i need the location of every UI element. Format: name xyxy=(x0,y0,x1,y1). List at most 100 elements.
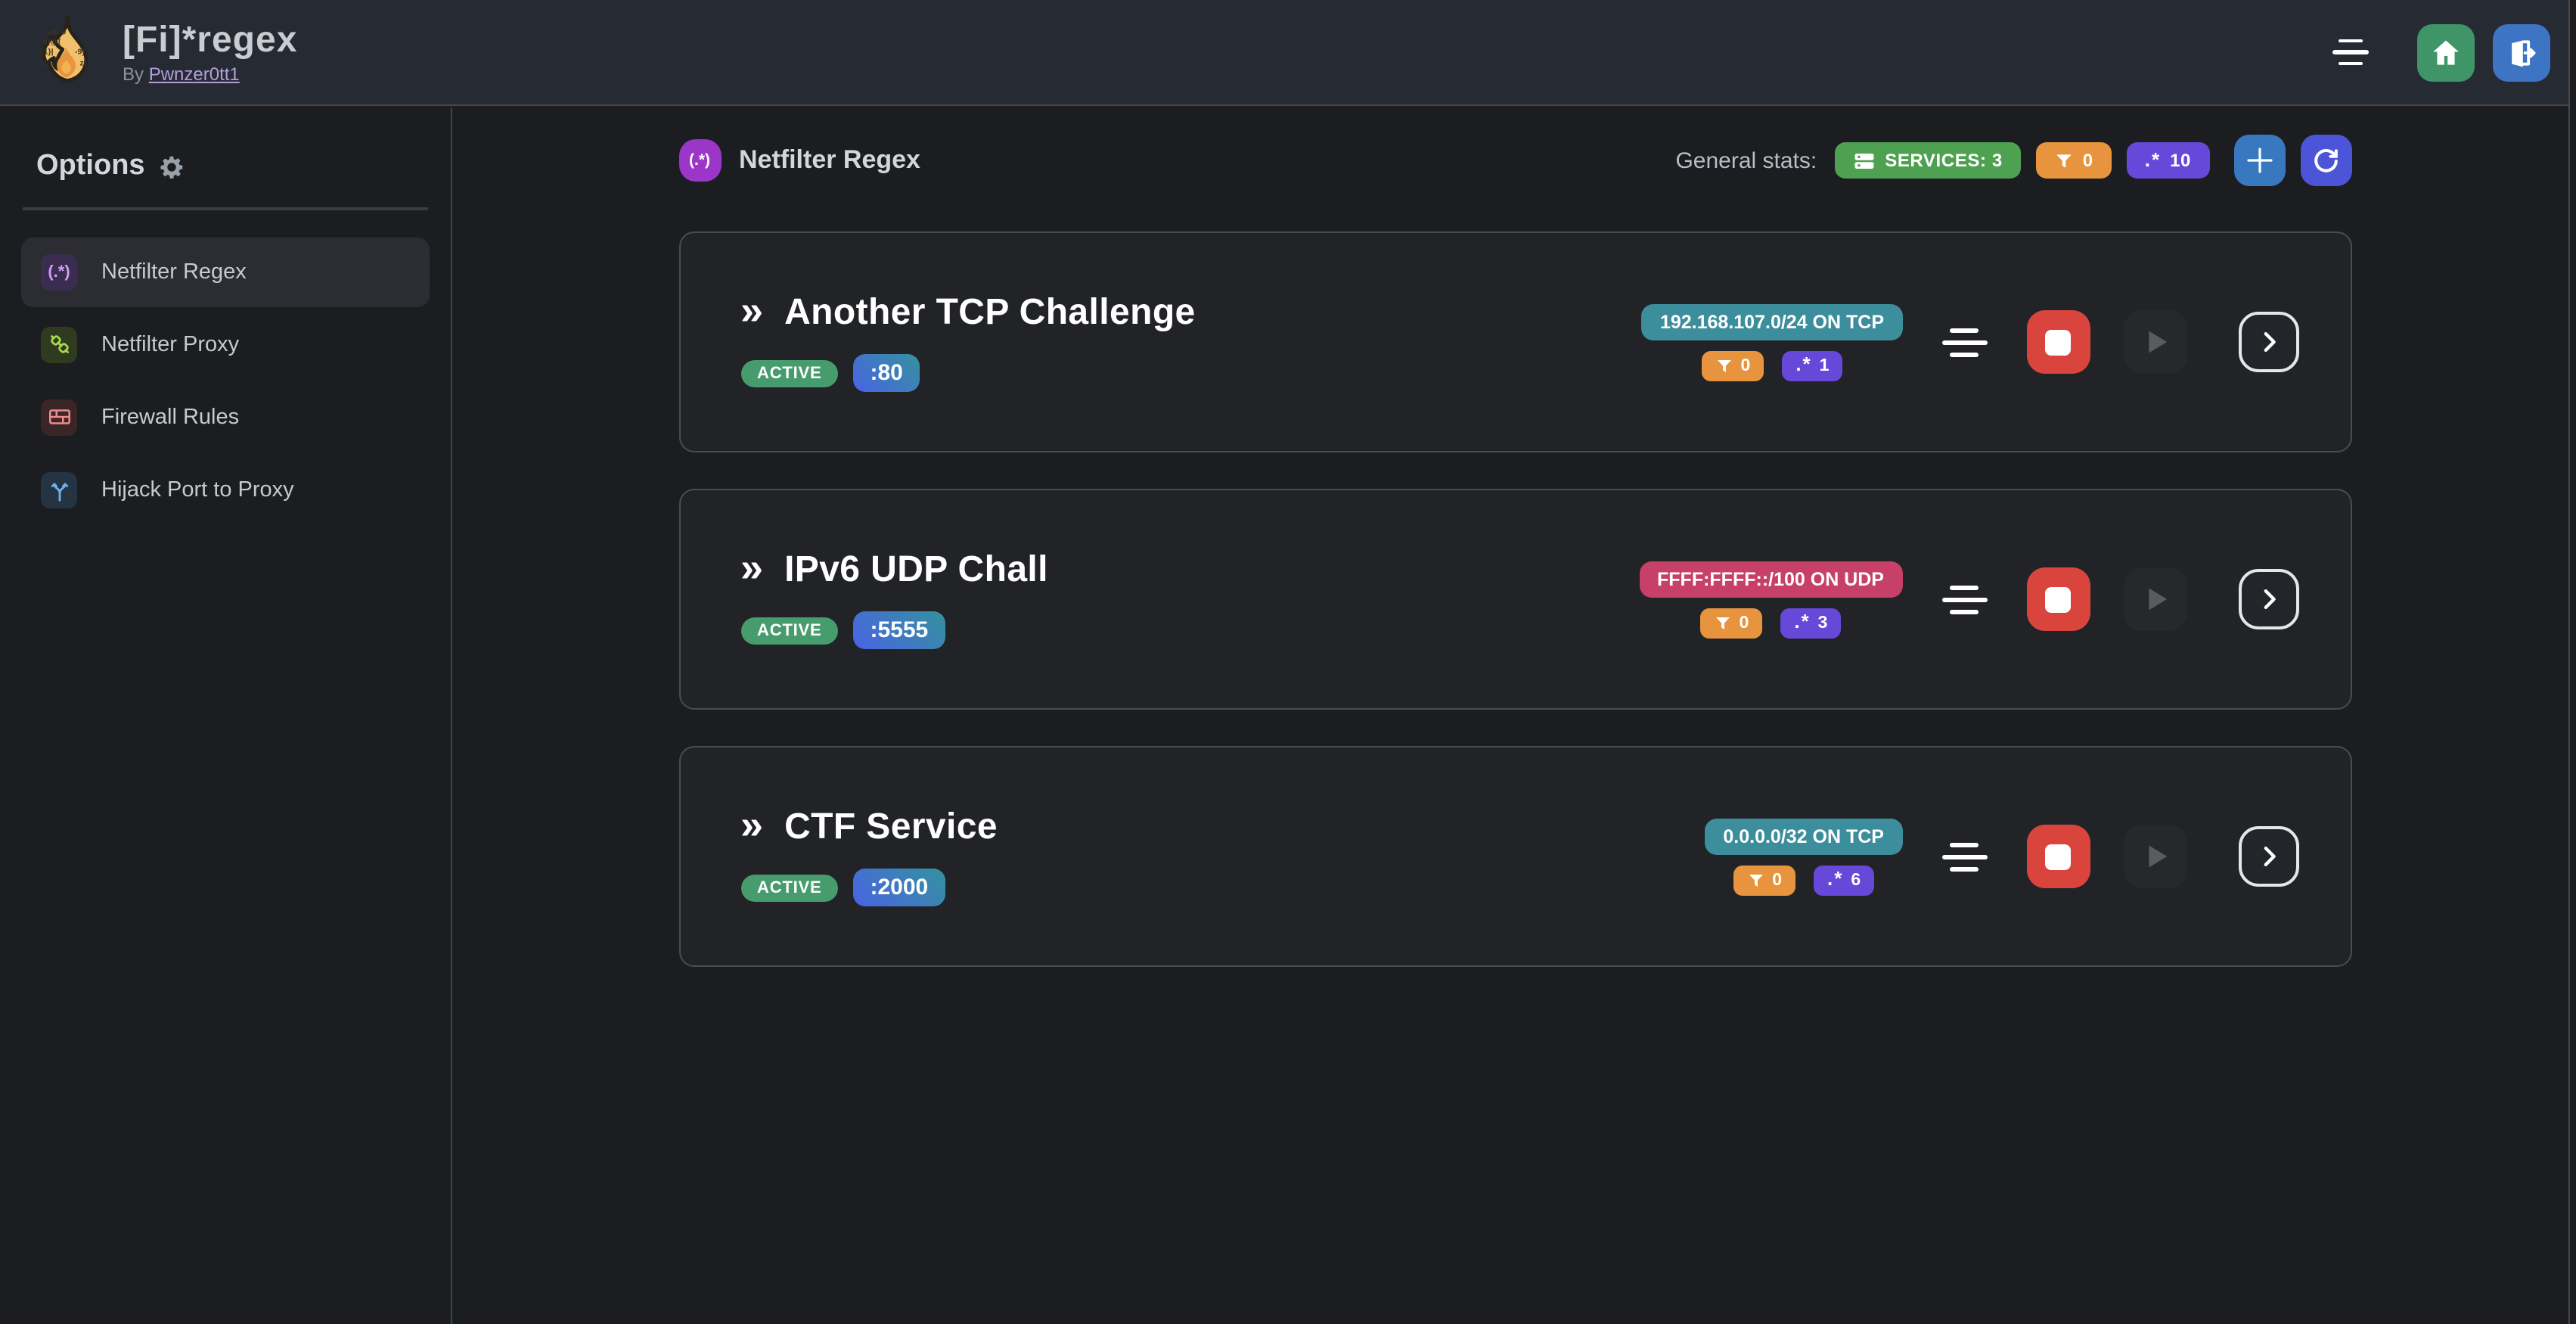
sidebar-item-netfilter-regex[interactable]: (.*) Netfilter Regex xyxy=(21,237,430,306)
sidebar-divider xyxy=(23,207,428,210)
open-service-button[interactable] xyxy=(2238,312,2298,372)
start-service-button[interactable] xyxy=(2123,567,2186,631)
chevron-right-icon xyxy=(2263,589,2275,609)
regex-count-badge: .* 1 xyxy=(1782,350,1843,381)
stop-service-button[interactable] xyxy=(2026,825,2090,888)
filter-funnel-icon xyxy=(1749,874,1763,886)
filter-funnel-icon xyxy=(2056,154,2072,167)
stop-service-button[interactable] xyxy=(2026,567,2090,631)
service-menu-icon[interactable] xyxy=(1935,579,1993,620)
split-arrows-icon xyxy=(41,471,77,508)
sidebar: Options (.*) Netfilter Regex Netfilter P… xyxy=(0,107,452,1324)
proxy-plug-icon xyxy=(41,326,77,362)
status-badge: ACTIVE xyxy=(740,874,839,901)
stop-icon xyxy=(2045,329,2071,355)
regex-section-icon: (.*) xyxy=(678,139,721,182)
services-count-badge: SERVICES: 3 xyxy=(1835,142,2021,179)
service-menu-icon[interactable] xyxy=(1935,836,1993,877)
svg-text:z]: z] xyxy=(80,57,87,67)
chevrons-icon: » xyxy=(740,801,764,847)
main-panel: (.*) Netfilter Regex General stats: SERV… xyxy=(454,107,2576,1324)
sidebar-item-firewall-rules[interactable]: Firewall Rules xyxy=(21,382,430,452)
regex-glyph-icon: .* xyxy=(1795,353,1812,375)
svg-text:(1: (1 xyxy=(41,57,48,67)
play-icon xyxy=(2148,845,2167,868)
regex-glyph-icon: .* xyxy=(1794,610,1811,632)
plus-icon xyxy=(2246,148,2272,173)
svg-text:-9]: -9] xyxy=(75,47,85,56)
port-badge: :2000 xyxy=(853,869,945,906)
regex-glyph-icon: .* xyxy=(1827,867,1844,890)
sidebar-item-netfilter-proxy[interactable]: Netfilter Proxy xyxy=(21,309,430,379)
cidr-badge: 192.168.107.0/24 ON TCP xyxy=(1641,303,1902,340)
service-title: Another TCP Challenge xyxy=(784,292,1196,333)
top-bar: -z0-9 0}@[ {1}| -9] (1 z] [Fi]*regex By … xyxy=(0,0,2576,106)
cidr-badge: 0.0.0.0/32 ON TCP xyxy=(1705,818,1902,854)
service-card: » CTF Service ACTIVE :2000 0.0.0.0/32 ON… xyxy=(678,746,2351,967)
page-title: Netfilter Regex xyxy=(739,145,920,174)
home-icon xyxy=(2433,39,2459,64)
flame-logo-icon: -z0-9 0}@[ {1}| -9] (1 z] xyxy=(41,14,88,82)
filter-count-badge: 0 xyxy=(1733,865,1795,895)
svg-text:{1}|: {1}| xyxy=(41,47,54,56)
scrollbar-track[interactable] xyxy=(2568,0,2576,1324)
filter-count-badge: 0 xyxy=(1699,608,1763,638)
stop-service-button[interactable] xyxy=(2026,310,2090,374)
byline-prefix: By xyxy=(123,64,144,85)
sidebar-item-label: Netfilter Regex xyxy=(101,260,247,284)
regex-total-badge: .* 10 xyxy=(2126,142,2209,179)
services-count-label: SERVICES: 3 xyxy=(1885,150,2003,171)
regex-icon: (.*) xyxy=(41,253,77,290)
filter-count-badge: 0 xyxy=(1701,350,1764,381)
sidebar-item-label: Netfilter Proxy xyxy=(101,332,240,356)
section-header: (.*) Netfilter Regex General stats: SERV… xyxy=(678,135,2351,186)
port-badge: :80 xyxy=(853,354,920,392)
open-service-button[interactable] xyxy=(2238,569,2298,629)
menu-burger-icon[interactable] xyxy=(2323,30,2378,75)
chevron-right-icon xyxy=(2263,847,2275,866)
service-card: » IPv6 UDP Chall ACTIVE :5555 FFFF:FFFF:… xyxy=(678,489,2351,710)
home-button[interactable] xyxy=(2417,23,2475,81)
filter-funnel-icon xyxy=(1717,359,1731,371)
stop-icon xyxy=(2045,844,2071,869)
chevrons-icon: » xyxy=(740,287,764,332)
chevron-right-icon xyxy=(2263,332,2275,352)
service-menu-icon[interactable] xyxy=(1935,322,1993,362)
byline: By Pwnzer0tt1 xyxy=(123,64,297,85)
refresh-icon xyxy=(2314,148,2338,172)
start-service-button[interactable] xyxy=(2123,825,2186,888)
open-service-button[interactable] xyxy=(2238,826,2298,887)
sidebar-item-hijack-port-to-proxy[interactable]: Hijack Port to Proxy xyxy=(21,455,430,524)
general-stats: General stats: SERVICES: 3 xyxy=(1675,135,2351,186)
author-link[interactable]: Pwnzer0tt1 xyxy=(148,64,240,85)
chevrons-icon: » xyxy=(740,544,764,589)
status-badge: ACTIVE xyxy=(740,359,839,387)
service-list: » Another TCP Challenge ACTIVE :80 192.1… xyxy=(678,232,2351,967)
add-service-button[interactable] xyxy=(2233,135,2285,186)
sidebar-title-label: Options xyxy=(36,150,145,182)
logout-button[interactable] xyxy=(2493,23,2550,81)
sidebar-item-label: Hijack Port to Proxy xyxy=(101,477,294,502)
regex-total-label: 10 xyxy=(2170,150,2191,171)
sidebar-nav-list: (.*) Netfilter Regex Netfilter Proxy Fir… xyxy=(0,237,451,524)
stats-label: General stats: xyxy=(1675,148,1817,173)
svg-text:-z0-9: -z0-9 xyxy=(48,27,66,36)
server-icon xyxy=(1854,153,1874,168)
regex-count-badge: .* 3 xyxy=(1780,608,1842,638)
start-service-button[interactable] xyxy=(2123,310,2186,374)
play-icon xyxy=(2148,331,2167,353)
sidebar-title: Options xyxy=(0,150,451,183)
refresh-button[interactable] xyxy=(2300,135,2351,186)
gear-icon xyxy=(160,155,182,178)
logout-icon xyxy=(2512,39,2536,67)
play-icon xyxy=(2148,588,2167,611)
filter-funnel-icon xyxy=(1715,617,1730,629)
svg-text:0}@[: 0}@[ xyxy=(43,37,61,46)
service-title: CTF Service xyxy=(784,807,998,847)
app-title: [Fi]*regex xyxy=(123,20,298,61)
filtered-total-badge: 0 xyxy=(2035,142,2112,179)
service-title: IPv6 UDP Chall xyxy=(784,549,1048,590)
title-block: [Fi]*regex By Pwnzer0tt1 xyxy=(123,20,297,85)
firewall-brick-icon xyxy=(41,399,77,435)
sidebar-item-label: Firewall Rules xyxy=(101,405,240,429)
